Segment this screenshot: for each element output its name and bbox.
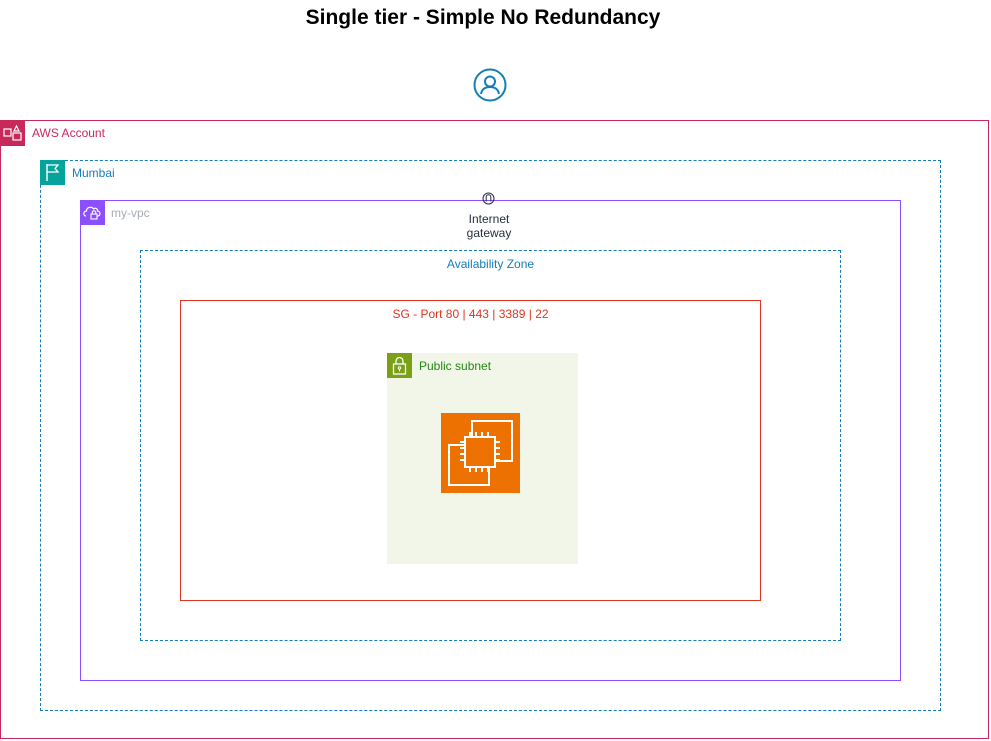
security-group — [180, 300, 761, 601]
aws-account-label: AWS Account — [32, 126, 105, 140]
internet-gateway-label: Internet gateway — [466, 212, 512, 240]
public-subnet-label: Public subnet — [419, 359, 492, 373]
region-group — [40, 160, 941, 711]
availability-zone-group — [140, 250, 841, 641]
user-icon — [473, 68, 507, 102]
region-flag-icon — [40, 160, 65, 185]
vpc-cloud-lock-icon — [80, 200, 105, 225]
aws-account-icon — [0, 121, 25, 146]
security-group-label: SG - Port 80 | 443 | 3389 | 22 — [392, 307, 549, 321]
availability-zone-label: Availability Zone — [446, 257, 535, 271]
vpc-label: my-vpc — [111, 206, 150, 220]
diagram-title: Single tier - Simple No Redundancy — [305, 6, 661, 29]
aws-account-group — [0, 120, 989, 739]
ec2-instance-icon — [441, 413, 520, 493]
region-label: Mumbai — [72, 166, 115, 180]
padlock-icon — [387, 353, 412, 378]
internet-gateway-icon — [482, 192, 495, 205]
